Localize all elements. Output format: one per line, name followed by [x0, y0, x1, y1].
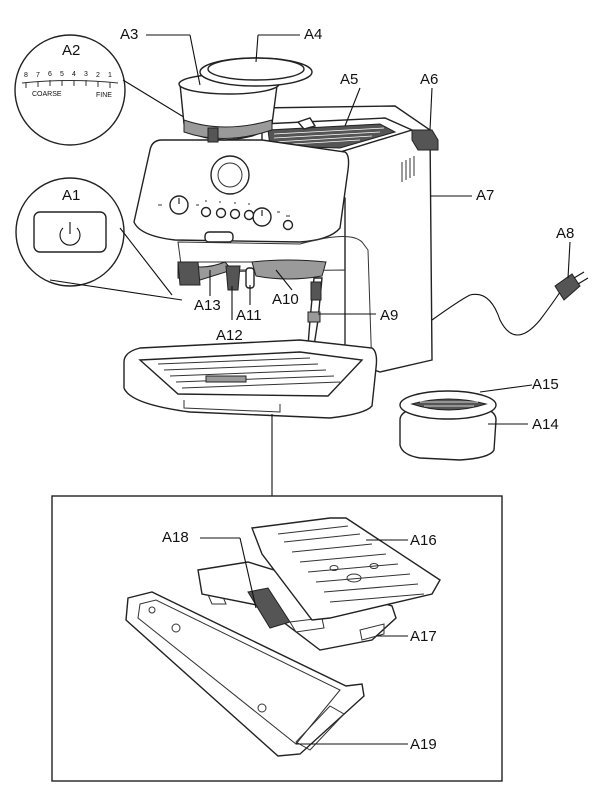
power-cord — [431, 291, 561, 336]
left-knob[interactable] — [169, 195, 189, 215]
control-button[interactable] — [229, 208, 241, 220]
scale-number: 8 — [24, 72, 28, 79]
leader-a1-lower — [49, 279, 183, 301]
label-a7: A7 — [476, 187, 494, 204]
label-a15: A15 — [532, 376, 559, 393]
label-a18: A18 — [162, 529, 189, 546]
tray-base — [125, 591, 365, 757]
grille-cover-slots — [277, 525, 425, 603]
scale-number: 6 — [48, 71, 52, 78]
scale-ticks — [25, 80, 111, 88]
brew-head — [251, 259, 327, 280]
tray-indicator — [205, 375, 247, 383]
label-a1: A1 — [62, 187, 80, 204]
grind-collar — [183, 119, 273, 139]
label-a8: A8 — [556, 225, 574, 242]
grind-scale-callout: A2 8 7 6 5 4 3 2 1 COARSE FINE — [14, 34, 206, 146]
water-tank-lid — [411, 129, 439, 151]
drip-tray-exploded-view: A18 A16 A17 A19 — [51, 495, 503, 782]
espresso-machine — [123, 57, 589, 419]
label-a19: A19 — [410, 736, 437, 753]
portafilter-holder — [177, 261, 201, 286]
drip-tray-slots — [157, 357, 341, 389]
label-a10: A10 — [272, 291, 299, 308]
control-button[interactable] — [215, 207, 227, 219]
power-button[interactable] — [204, 231, 234, 243]
label-a12: A12 — [216, 327, 243, 344]
label-a2: A2 — [62, 42, 80, 59]
label-a9: A9 — [380, 307, 398, 324]
label-a16: A16 — [410, 532, 437, 549]
label-a5: A5 — [340, 71, 358, 88]
leader-lines — [146, 34, 571, 496]
power-icon — [59, 222, 81, 246]
scale-number: 1 — [108, 72, 112, 79]
scale-number: 5 — [60, 71, 64, 78]
pressure-gauge — [210, 155, 250, 195]
power-plug — [554, 271, 589, 301]
scale-number: 7 — [36, 72, 40, 79]
grind-scale-numbers: 8 7 6 5 4 3 2 1 — [24, 71, 112, 79]
grille-center-hole — [346, 573, 362, 583]
power-button-callout: A1 — [15, 177, 183, 301]
label-a13: A13 — [194, 297, 221, 314]
gauge-inner — [217, 162, 243, 188]
scale-number: 2 — [96, 72, 100, 79]
tamping-lever[interactable] — [225, 265, 241, 291]
indicator-marks — [158, 200, 290, 217]
machine-side-panel — [256, 105, 433, 373]
label-a11: A11 — [236, 307, 262, 324]
label-a4: A4 — [304, 26, 322, 43]
label-a3: A3 — [120, 26, 138, 43]
control-button[interactable] — [200, 206, 212, 218]
cleaning-container — [399, 390, 497, 461]
scale-number: 4 — [72, 71, 76, 78]
label-a17: A17 — [410, 628, 437, 645]
fine-label: FINE — [96, 92, 112, 99]
control-button[interactable] — [243, 209, 255, 221]
control-button[interactable] — [282, 219, 294, 231]
warmer-tab — [296, 117, 317, 130]
scale-number: 3 — [84, 71, 88, 78]
coarse-label: COARSE — [32, 91, 62, 98]
side-vents — [401, 156, 415, 182]
grind-selector[interactable] — [207, 127, 219, 143]
leader-a1 — [119, 227, 173, 296]
drip-tray-grille — [138, 351, 364, 397]
label-a6: A6 — [420, 71, 438, 88]
label-a14: A14 — [532, 416, 559, 433]
tray-base-inner — [137, 599, 341, 745]
cup-warmer-grille — [267, 123, 397, 149]
